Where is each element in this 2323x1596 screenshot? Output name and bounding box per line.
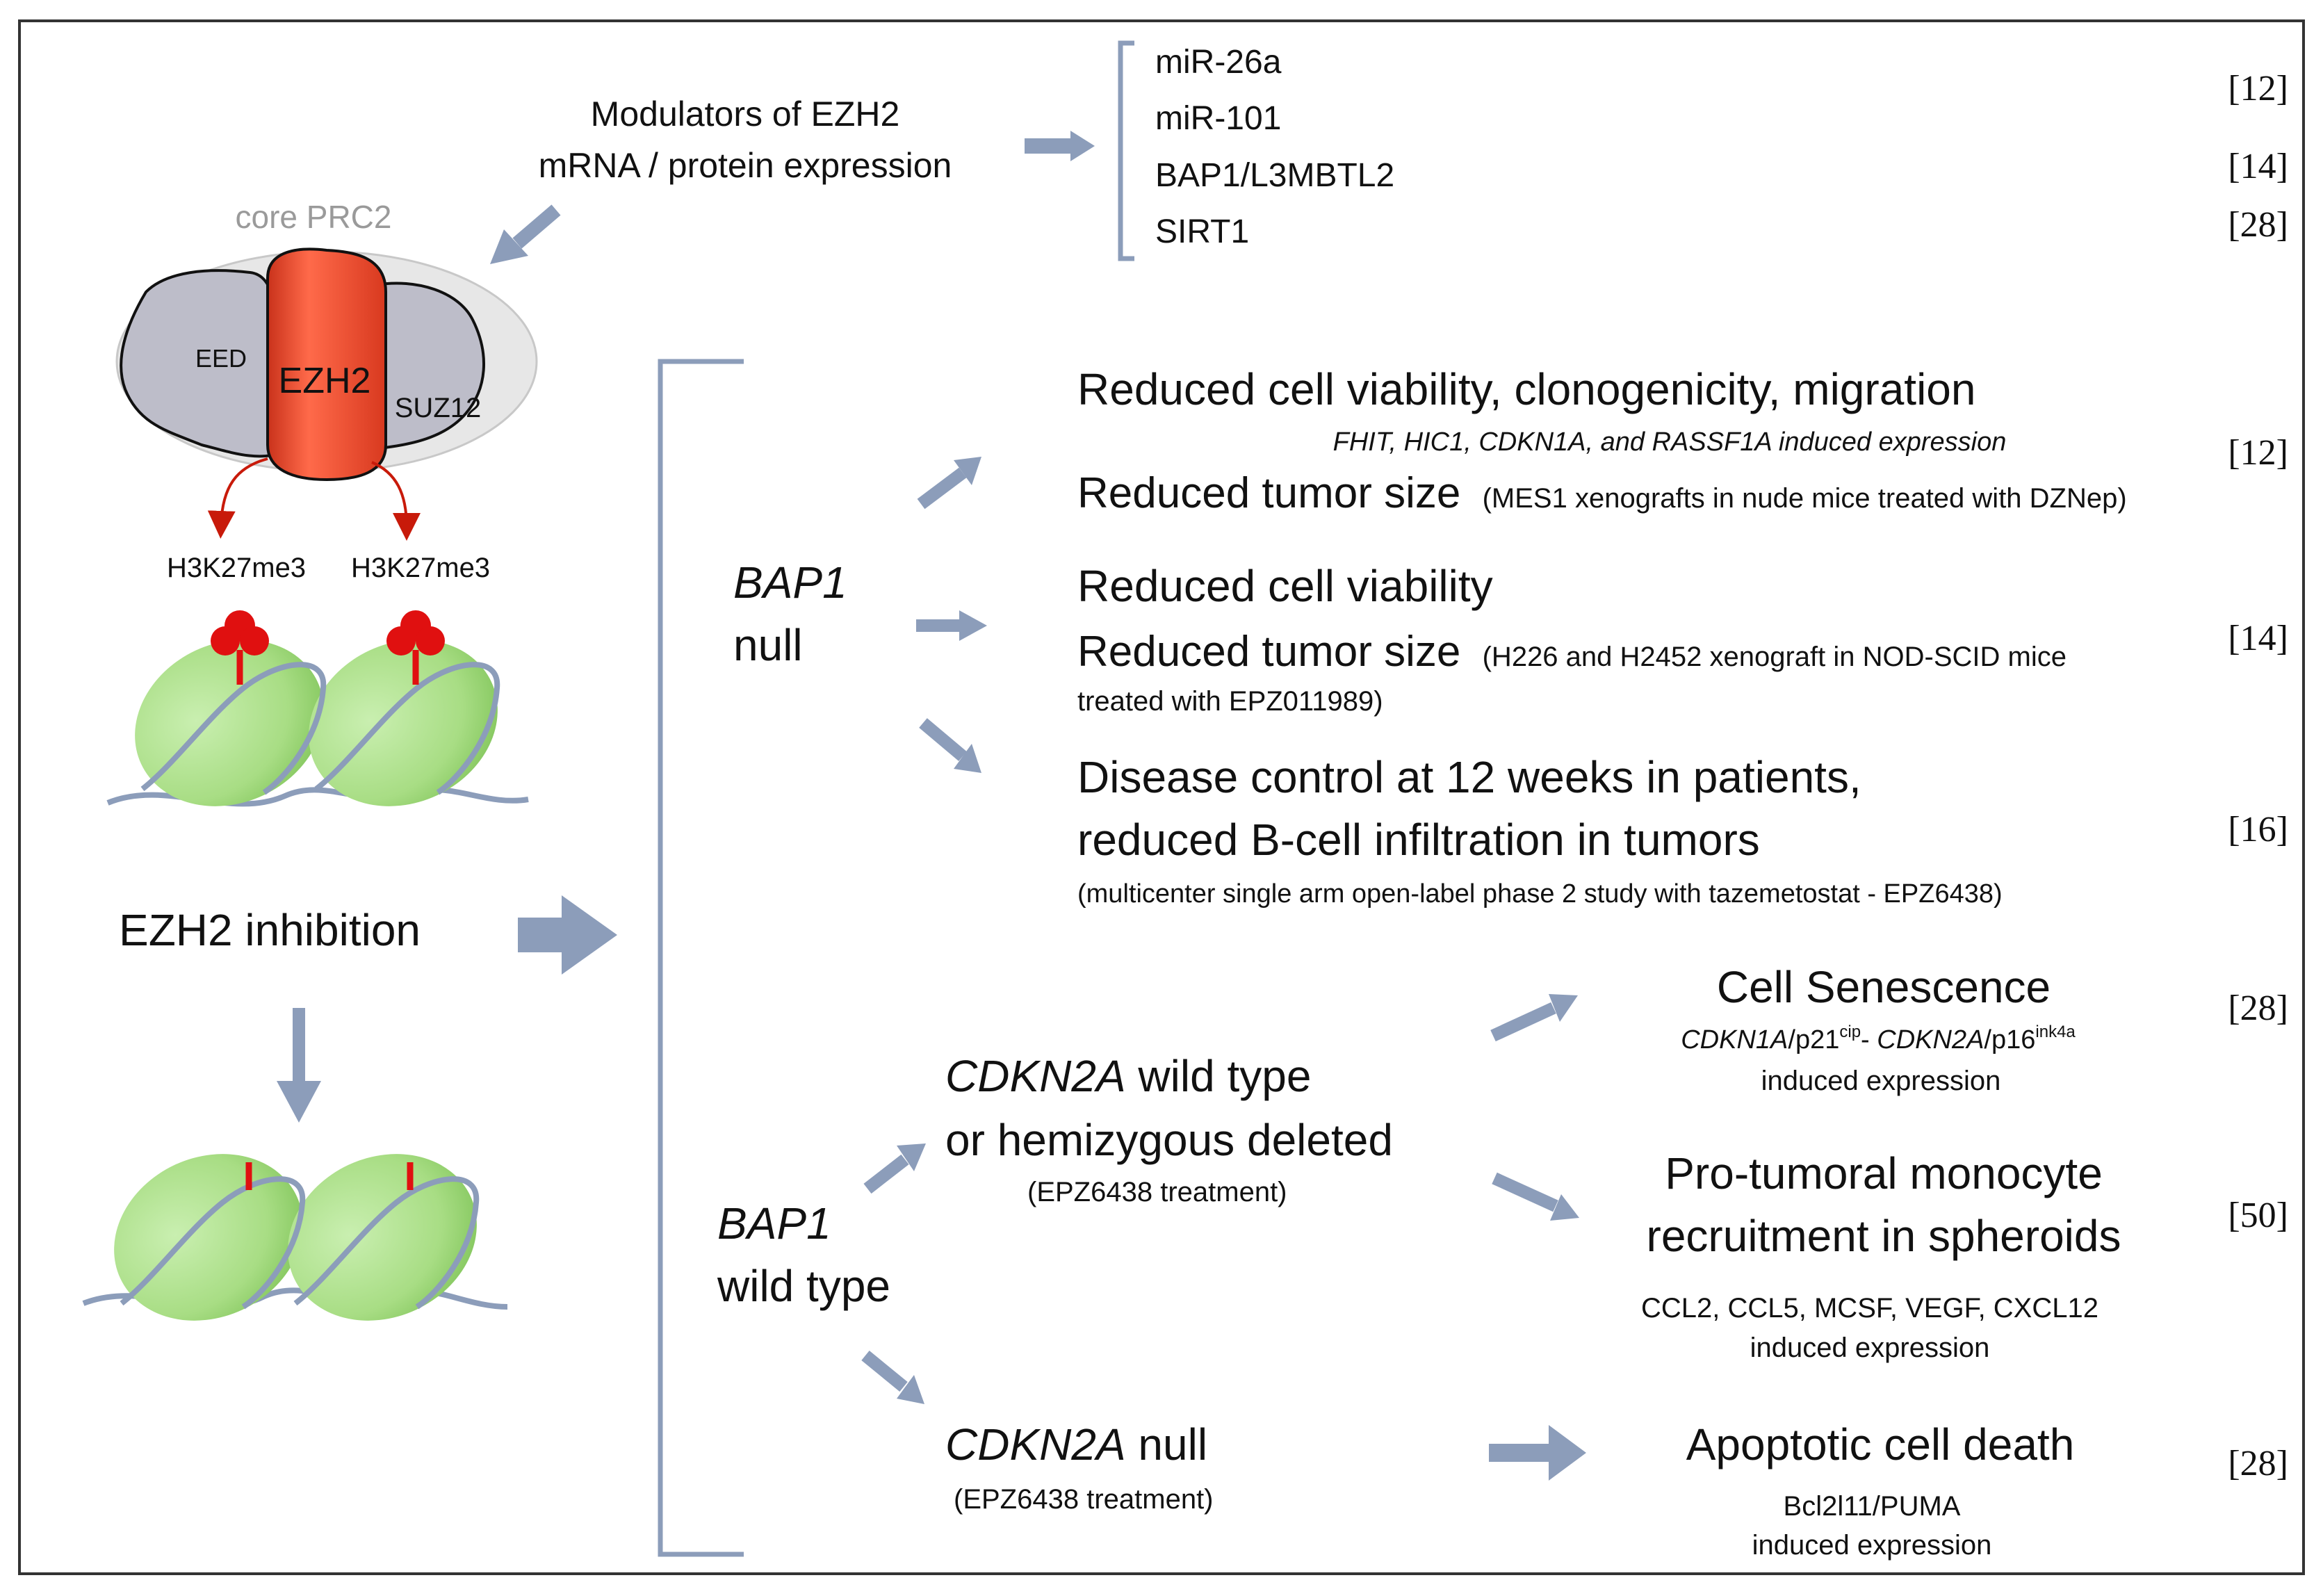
senescence-ink: ink4a bbox=[2035, 1023, 2076, 1041]
cdkn2a-wt-rest: wild type bbox=[1126, 1051, 1312, 1101]
h3k27me3-left: H3K27me3 bbox=[167, 553, 306, 583]
outcome3-line1: Disease control at 12 weeks in patients, bbox=[1077, 752, 1861, 802]
methylated-nucleosomes bbox=[106, 610, 529, 807]
cdkn2a-null-rest: null bbox=[1126, 1419, 1207, 1469]
apoptosis-note2: induced expression bbox=[1752, 1530, 1992, 1561]
cdkn2a-null-treatment: (EPZ6438 treatment) bbox=[954, 1484, 1214, 1515]
arrow-to-senescence bbox=[1490, 994, 1578, 1042]
outcome1-title: Reduced cell viability, clonogenicity, m… bbox=[1077, 364, 1975, 414]
ezh2-subunit bbox=[266, 247, 387, 482]
suz12-subunit bbox=[359, 282, 485, 450]
figure-frame bbox=[18, 19, 2305, 1575]
suz12-label: SUZ12 bbox=[395, 393, 482, 423]
modulator-item: SIRT1 bbox=[1155, 213, 1249, 250]
methylation-arrow-left bbox=[207, 457, 268, 539]
modulator-item: miR-26a bbox=[1155, 44, 1282, 81]
bap1-null-status: null bbox=[733, 620, 803, 670]
eed-subunit bbox=[120, 269, 287, 458]
senescence-markers: CDKN1A/p21cip- CDKN2A/p16ink4a bbox=[1681, 1023, 2076, 1054]
core-prc2-label: core PRC2 bbox=[236, 199, 392, 235]
modulators-title-line1: Modulators of EZH2 bbox=[591, 95, 900, 133]
apoptosis-note1: Bcl2l11/PUMA bbox=[1784, 1491, 1961, 1522]
outcome2-tumor-main: Reduced tumor size bbox=[1077, 628, 1460, 676]
outcome1-tumor-main: Reduced tumor size bbox=[1077, 469, 1460, 517]
eed-label: EED bbox=[195, 344, 247, 373]
arrow-bap1-null-to-outcome2 bbox=[916, 610, 987, 641]
ref-outcome2: [14] bbox=[2228, 619, 2288, 658]
ref-outcome3: [16] bbox=[2228, 810, 2288, 849]
arrow-to-monocyte bbox=[1492, 1172, 1579, 1221]
outcome1-note: FHIT, HIC1, CDKN1A, and RASSF1A induced … bbox=[1333, 427, 2007, 457]
cdkn2a-wt-gene: CDKN2A bbox=[945, 1051, 1126, 1101]
cdkn2a-wt-line1: CDKN2A wild type bbox=[945, 1051, 1311, 1101]
monocyte-line2: recruitment in spheroids bbox=[1647, 1211, 2121, 1261]
ref-sirt1: [28] bbox=[2228, 205, 2288, 245]
monocyte-note2: induced expression bbox=[1750, 1333, 1990, 1363]
senescence-title: Cell Senescence bbox=[1717, 962, 2051, 1012]
cdkn2a-wt-treatment: (EPZ6438 treatment) bbox=[1027, 1177, 1287, 1207]
monocyte-line1: Pro-tumoral monocyte bbox=[1665, 1148, 2103, 1198]
senescence-p16: /p16 bbox=[1984, 1025, 2035, 1054]
outcome3-note: (multicenter single arm open-label phase… bbox=[1077, 879, 2003, 909]
outcome2-tumor-note: (H226 and H2452 xenograft in NOD-SCID mi… bbox=[1483, 642, 2067, 672]
outcomes-bracket bbox=[658, 359, 744, 1557]
arrow-to-prc2 bbox=[490, 204, 561, 264]
arrow-bap1-null-to-outcome3 bbox=[919, 718, 981, 773]
arrow-bap1-wt-to-cdkn2a-null bbox=[861, 1351, 924, 1404]
bap1-wt-status: wild type bbox=[717, 1261, 890, 1311]
arrow-to-outcomes bbox=[518, 895, 617, 975]
ref-outcome1: [12] bbox=[2228, 433, 2288, 473]
outcome3-line2: reduced B-cell infiltration in tumors bbox=[1077, 815, 1760, 865]
ref-mir: [12] bbox=[2228, 69, 2288, 108]
ref-bap1-l3mbtl2: [14] bbox=[2228, 147, 2288, 186]
arrow-down-inhibition bbox=[277, 1008, 321, 1123]
senescence-cip: cip bbox=[1839, 1023, 1861, 1041]
cdkn2a-wt-line2: or hemizygous deleted bbox=[945, 1115, 1393, 1165]
senescence-line2: induced expression bbox=[1761, 1066, 2001, 1096]
monocyte-note1: CCL2, CCL5, MCSF, VEGF, CXCL12 bbox=[1641, 1293, 2098, 1324]
outcome2-tumor-line: Reduced tumor size (H226 and H2452 xenog… bbox=[1077, 628, 2067, 676]
ezh2-label: EZH2 bbox=[279, 361, 371, 401]
bap1-null-gene: BAP1 bbox=[733, 557, 847, 608]
senescence-gene2: CDKN2A bbox=[1877, 1025, 1984, 1054]
unmethylated-nucleosomes bbox=[82, 1154, 508, 1321]
modulators-bracket bbox=[1118, 40, 1134, 261]
arrow-bap1-wt-to-cdkn2a-wt bbox=[863, 1143, 926, 1194]
senescence-gene1: CDKN1A bbox=[1681, 1025, 1788, 1054]
ezh2-inhibition-label: EZH2 inhibition bbox=[119, 905, 421, 955]
h3k27me3-right: H3K27me3 bbox=[351, 553, 490, 583]
arrow-bap1-null-to-outcome1 bbox=[917, 457, 981, 510]
modulators-title-line2: mRNA / protein expression bbox=[539, 146, 952, 185]
ref-monocyte: [50] bbox=[2228, 1196, 2288, 1235]
senescence-dash: - bbox=[1861, 1025, 1877, 1054]
modulator-item: miR-101 bbox=[1155, 100, 1281, 137]
outcome1-tumor-note: (MES1 xenografts in nude mice treated wi… bbox=[1483, 483, 2127, 514]
outcome2-line1: Reduced cell viability bbox=[1077, 561, 1493, 611]
bap1-wt-gene: BAP1 bbox=[717, 1198, 831, 1248]
outcome2-line3: treated with EPZ011989) bbox=[1077, 686, 1383, 717]
methylation-arrow-right bbox=[371, 461, 421, 541]
ref-apoptosis: [28] bbox=[2228, 1444, 2288, 1483]
outcome1-tumor-line: Reduced tumor size (MES1 xenografts in n… bbox=[1077, 469, 2127, 517]
arrow-to-modulators bbox=[1025, 131, 1095, 161]
apoptosis-title: Apoptotic cell death bbox=[1686, 1419, 2075, 1469]
cdkn2a-null-gene: CDKN2A bbox=[945, 1419, 1126, 1469]
senescence-p21: /p21 bbox=[1788, 1025, 1839, 1054]
ref-senescence: [28] bbox=[2228, 988, 2288, 1028]
modulator-item: BAP1/L3MBTL2 bbox=[1155, 157, 1394, 194]
cdkn2a-null-line: CDKN2A null bbox=[945, 1419, 1207, 1469]
arrow-to-apoptosis bbox=[1489, 1425, 1586, 1481]
